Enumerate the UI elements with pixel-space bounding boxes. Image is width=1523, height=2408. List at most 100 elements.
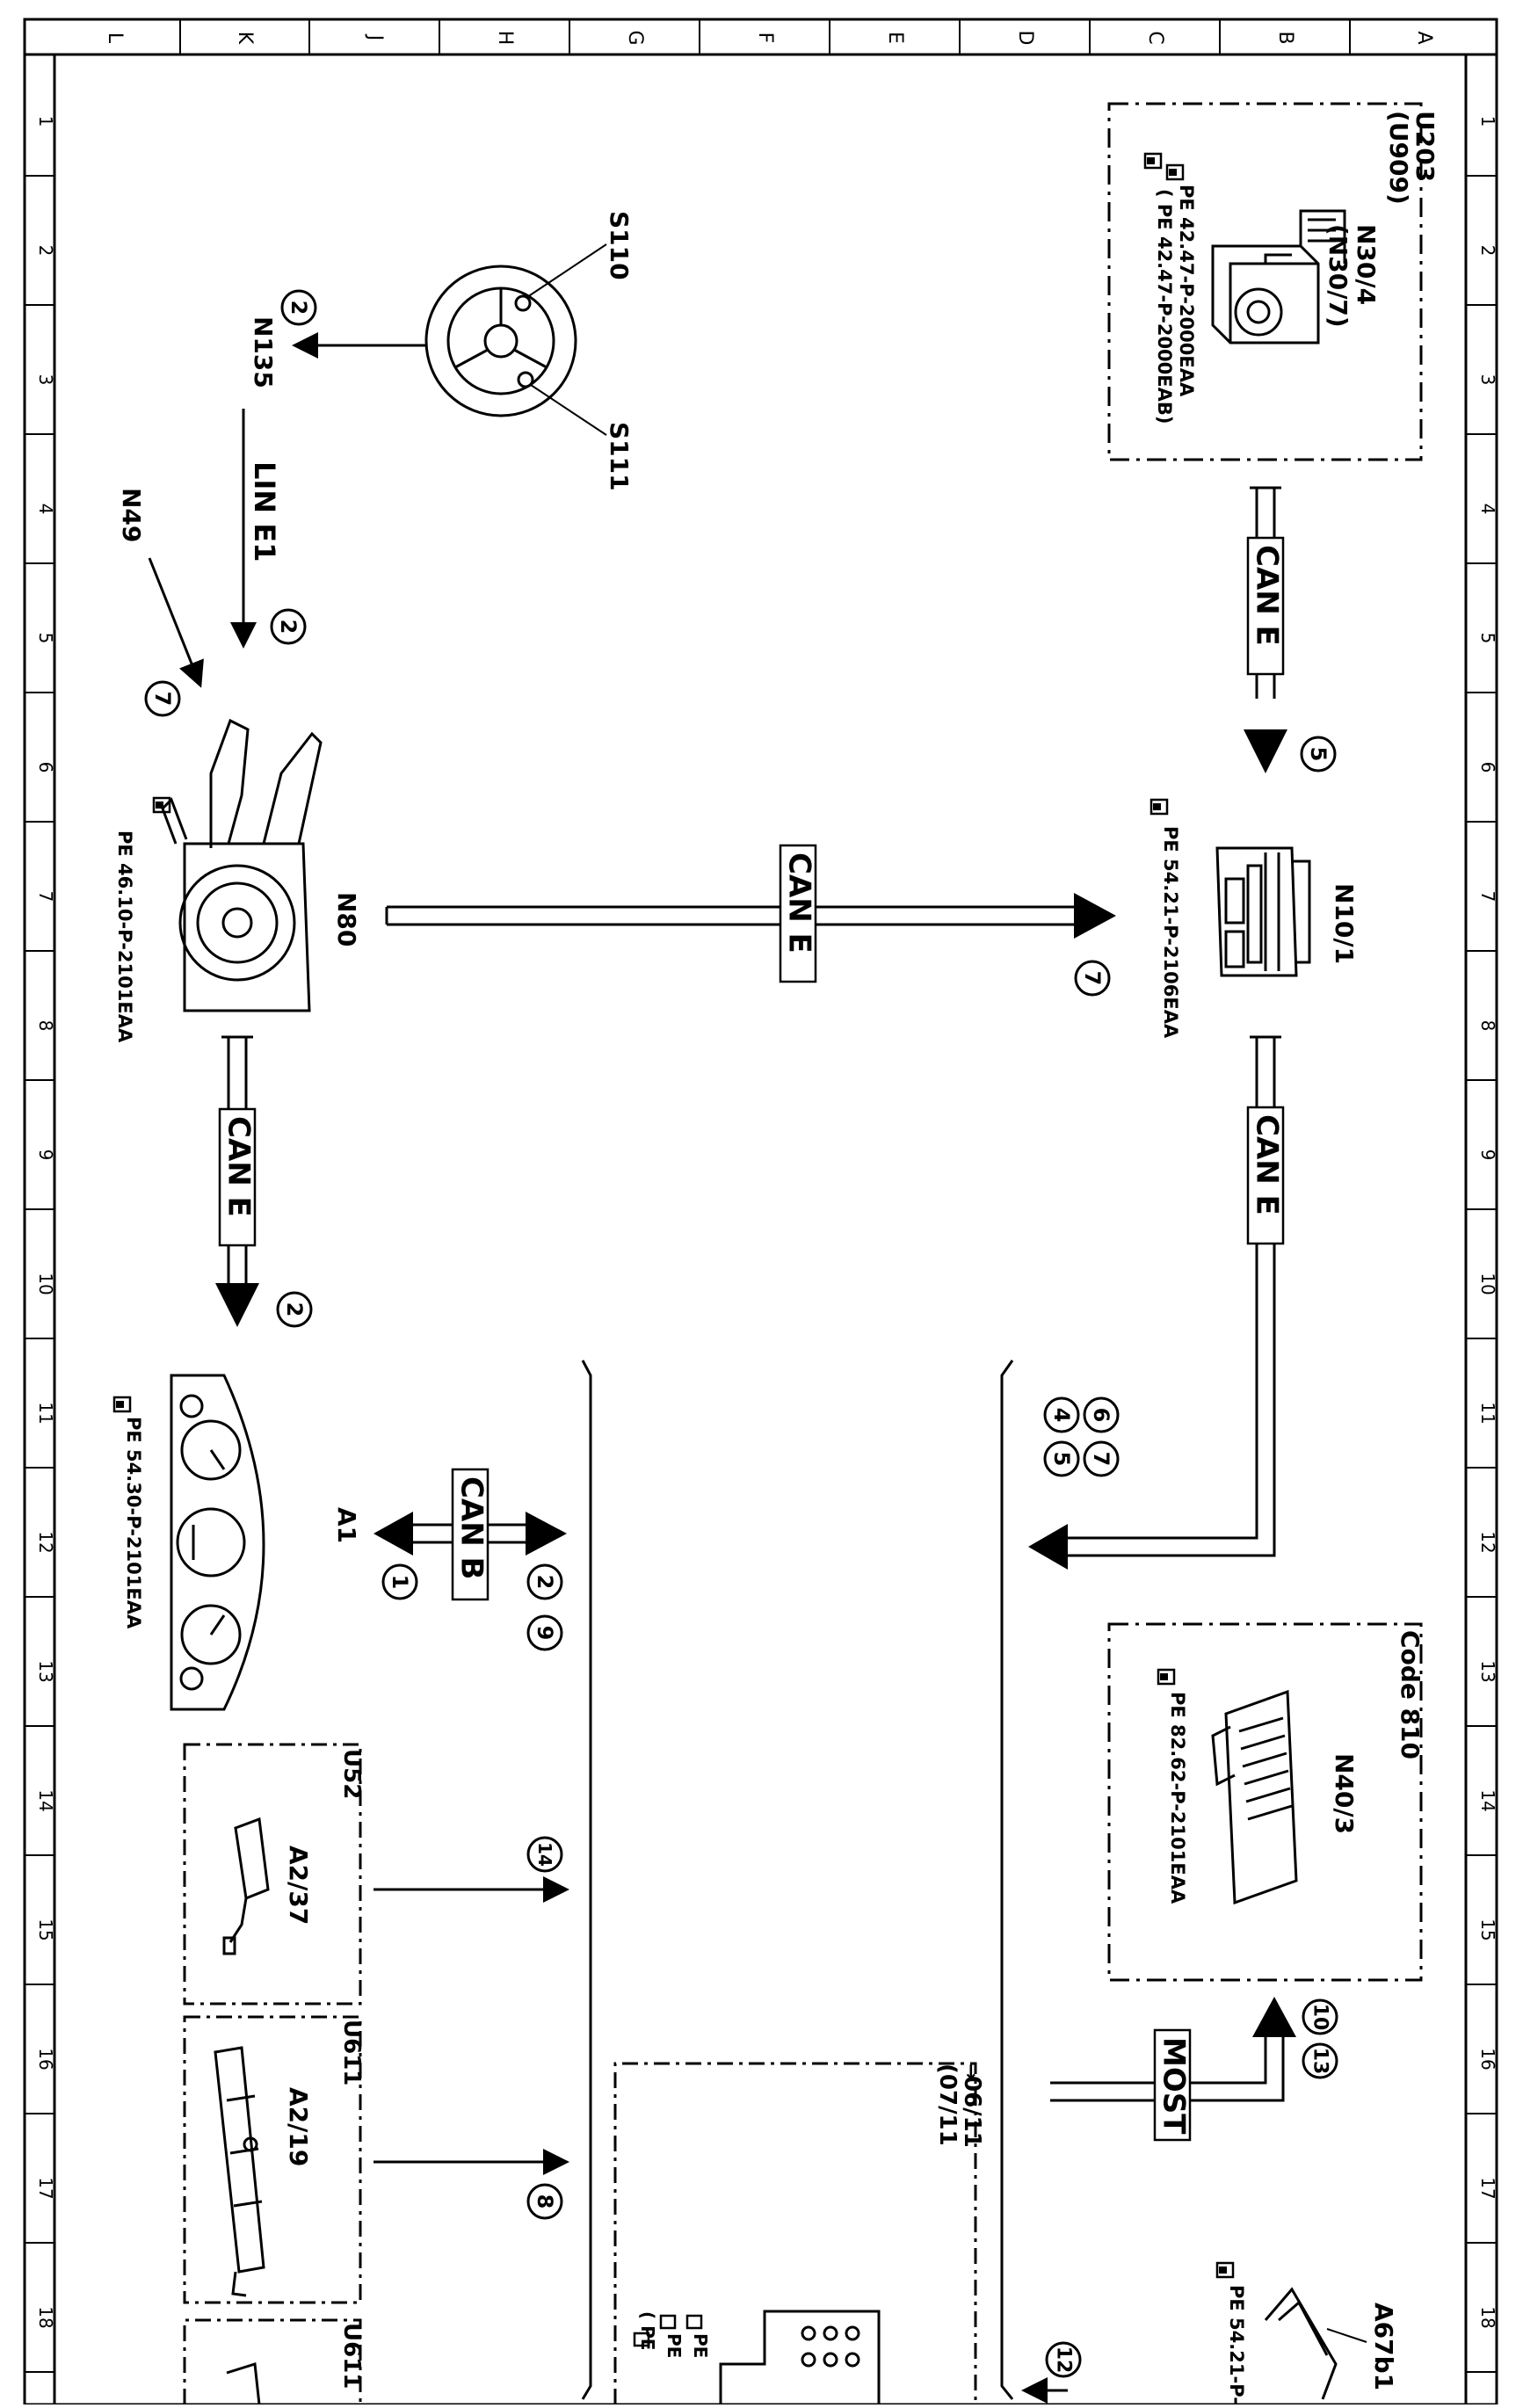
col-letter-l: L: [104, 33, 126, 44]
can-e-arrow-a1: [215, 1283, 259, 1327]
u203-ref1: PE 42.47-P-2000EAA: [1176, 185, 1197, 397]
callout-circle: [381, 1563, 418, 1600]
row-num-right: 7: [1477, 891, 1498, 903]
a1-label: A1: [332, 1507, 361, 1543]
leader-line: [526, 243, 607, 298]
radio-ref1: PE: [690, 2333, 711, 2358]
leader-line: [530, 384, 607, 436]
row-num-right: 18: [1477, 2306, 1498, 2328]
leader-line: [1326, 2328, 1367, 2343]
row-num-right: 1: [1477, 116, 1498, 127]
callout-number: 7: [1089, 1452, 1113, 1467]
row-num-left: 4: [35, 504, 56, 515]
callout-circle: [526, 1563, 563, 1600]
n135-label: N135: [249, 316, 278, 388]
row-num-left: 10: [35, 1273, 56, 1295]
u52-box: [183, 1743, 362, 2005]
row-num-right: 3: [1477, 374, 1498, 386]
col-letter-g: G: [624, 30, 646, 45]
s110-label: S110: [605, 211, 634, 280]
row-num-right: 4: [1477, 504, 1498, 515]
hand-pointer-icon: [1165, 163, 1185, 181]
code810-box: [1107, 1622, 1423, 1982]
code810-title: Code 810: [1396, 1630, 1425, 1759]
col-letter-c: C: [1144, 31, 1166, 44]
can-e-bus-label: CAN E: [221, 1116, 257, 1217]
can-e-wire-n80-n10: [387, 905, 1077, 926]
callout-number: 2: [286, 301, 311, 316]
row-num-right: 2: [1477, 245, 1498, 257]
a2-19-label: A2/19: [284, 2087, 313, 2166]
callout-number: 4: [1049, 1408, 1074, 1423]
n80-ref: PE 46.10-P-2101EAA: [114, 830, 135, 1043]
row-numbers-right: 1 2 3 4 5 6 7 8 9 10 11 12 13 14 15 16 1…: [1477, 116, 1498, 2329]
callout-number: 6: [1089, 1408, 1113, 1423]
u611-title: U611: [338, 2020, 365, 2085]
antenna-module-icon: [222, 1817, 270, 1955]
callout-circle: [526, 1836, 563, 1873]
callout-circle: [1074, 960, 1111, 997]
column-letters: L K J H G F E D C B A: [104, 30, 1435, 45]
u611-title-2: U611: [338, 2323, 365, 2389]
row-num-left: 13: [35, 1660, 56, 1682]
row-num-left: 14: [35, 1789, 56, 1811]
radio-box: [613, 2062, 977, 2404]
callout-circle: [270, 608, 307, 645]
row-num-left: 1: [35, 116, 56, 127]
radio-module-icon: [719, 2310, 881, 2404]
instrument-cluster-icon: [170, 1374, 265, 1711]
hand-pointer-icon: [1143, 152, 1163, 170]
row-num-right: 17: [1477, 2177, 1498, 2199]
callout-number: 8: [533, 2194, 557, 2209]
s111-label: S111: [605, 422, 634, 491]
network-bracket-left: [581, 1360, 592, 2400]
row-num-right: 10: [1477, 1273, 1498, 1295]
callout-circle: [1302, 1998, 1338, 2035]
can-b-arrow-left: [373, 1512, 413, 1556]
n40-3-label: N40/3: [1330, 1753, 1359, 1834]
most-wire: [1050, 2037, 1285, 2102]
row-num-right: 9: [1477, 1150, 1498, 1161]
lin-label: LIN E1: [248, 461, 281, 562]
row-num-left: 18: [35, 2306, 56, 2328]
a67b1-sensor-icon: [1264, 2287, 1338, 2400]
n80-label: N80: [332, 892, 361, 947]
row-num-left: 3: [35, 374, 56, 386]
can-e-bus-label-box: [1246, 536, 1285, 676]
hand-pointer-icon: [1157, 1668, 1176, 1686]
row-numbers-left: 1 2 3 4 5 6 7 8 9 10 11 12 13 14 15 16 1…: [35, 116, 56, 2329]
col-letter-e: E: [884, 32, 906, 44]
radio-ref3: ( PE: [637, 2311, 658, 2350]
u52-title: U52: [338, 1749, 365, 1799]
u203-ref2: ( PE 42.47-P-2000EAB): [1154, 189, 1175, 424]
callout-number: 10: [1309, 2004, 1331, 2031]
u203-refs: PE 42.47-P-2000EAA ( PE 42.47-P-2000EAB): [1154, 185, 1197, 424]
can-e-bus-label: CAN E: [782, 852, 817, 954]
most-label-box: [1153, 2028, 1192, 2142]
callout-circle: [1045, 2341, 1082, 2378]
row-num-left: 2: [35, 245, 56, 257]
u203-box: [1107, 102, 1423, 461]
can-e-arrow-n10: [1074, 893, 1116, 939]
n10-callout-group: 6 7 4 5: [1043, 1396, 1120, 1477]
most-arrow: [1252, 1997, 1296, 2037]
a67b1-label: A67b1: [1369, 2303, 1398, 2390]
arrow-right-icon: →: [960, 2063, 982, 2079]
row-num-left: 8: [35, 1020, 56, 1032]
row-num-left: 16: [35, 2048, 56, 2070]
row-num-left: 15: [35, 1918, 56, 1940]
row-num-right: 6: [1477, 762, 1498, 773]
col-letter-k: K: [234, 32, 256, 45]
radio-ref2: PE: [664, 2333, 685, 2358]
row-num-left: 12: [35, 1531, 56, 1553]
a1-ref: PE 54.30-P-2101EAA: [123, 1417, 144, 1629]
row-num-left: 9: [35, 1150, 56, 1161]
row-ticks: [25, 175, 1497, 2373]
n40-3-ref: PE 82.62-P-2101EAA: [1167, 1692, 1188, 1904]
callout-number: 12: [1053, 2346, 1075, 2374]
callout-number: 5: [1049, 1452, 1074, 1467]
col-letter-a: A: [1413, 31, 1435, 44]
hand-pointer-icon: [112, 1396, 132, 1413]
n49-arrow: [148, 557, 204, 688]
